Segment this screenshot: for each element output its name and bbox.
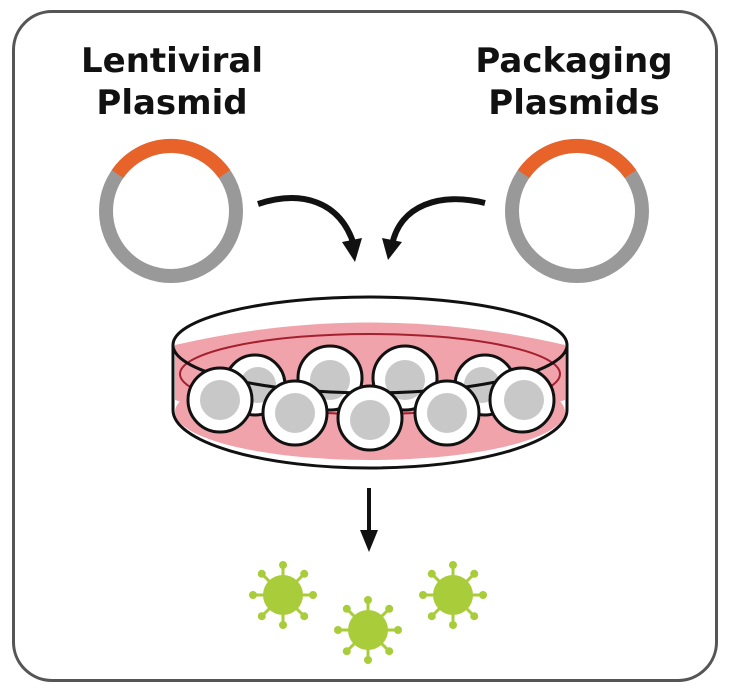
virus-icon bbox=[334, 596, 402, 664]
cell bbox=[186, 366, 254, 434]
plasmid-icon bbox=[505, 138, 649, 283]
lentiviral-plasmid-label: Lentiviral Plasmid bbox=[62, 40, 282, 124]
cell bbox=[488, 366, 556, 434]
plasmid-icon bbox=[99, 138, 243, 283]
label-line: Plasmid bbox=[96, 83, 248, 123]
label-line: Packaging bbox=[475, 41, 673, 81]
packaging-plasmids-label: Packaging Plasmids bbox=[458, 40, 690, 124]
cell bbox=[413, 379, 481, 447]
diagram-frame bbox=[12, 10, 718, 682]
arrow-icon bbox=[382, 196, 486, 260]
cell bbox=[261, 379, 329, 447]
label-line: Lentiviral bbox=[80, 41, 264, 81]
virus-icon bbox=[419, 561, 487, 629]
cell bbox=[336, 384, 404, 452]
arrow-icon bbox=[257, 195, 362, 262]
virus-icon bbox=[249, 561, 317, 629]
arrow-icon bbox=[360, 488, 378, 552]
petri-dish-icon bbox=[171, 295, 569, 470]
label-line: Plasmids bbox=[488, 83, 660, 123]
